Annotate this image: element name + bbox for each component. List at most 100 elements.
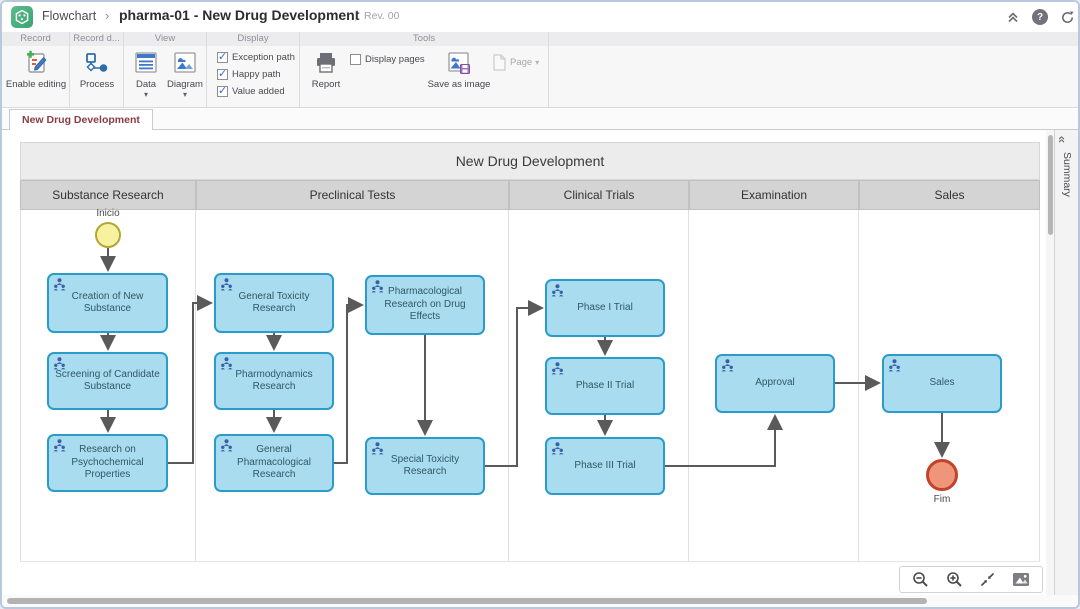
end-event-label: Fim <box>933 494 951 505</box>
diagram-image-icon <box>174 52 196 73</box>
flow-node-n4[interactable]: General Toxicity Research <box>214 273 334 333</box>
ribbon: Record Enable editing Record d... <box>2 32 1078 108</box>
flow-node-n5[interactable]: Pharmodynamics Research <box>214 352 334 410</box>
zoom-out-icon[interactable] <box>909 569 933 591</box>
happy-path-checkbox[interactable]: Happy path <box>217 67 281 80</box>
page-title: pharma-01 - New Drug Development <box>119 7 360 23</box>
lane-header: Clinical Trials <box>509 180 689 210</box>
ribbon-group-display: Display Exception path Happy path Value … <box>207 32 300 108</box>
flow-node-n1[interactable]: Creation of New Substance <box>47 273 168 333</box>
tab-new-drug-development[interactable]: New Drug Development <box>9 109 153 130</box>
exception-path-checkbox[interactable]: Exception path <box>217 50 295 63</box>
help-icon[interactable]: ? <box>1031 8 1049 26</box>
flow-node-n11[interactable]: Phase III Trial <box>545 437 665 495</box>
horizontal-scrollbar[interactable] <box>2 595 1078 607</box>
image-export-icon[interactable] <box>1009 569 1033 591</box>
checkbox-label: Display pages <box>365 54 425 65</box>
group-label: View <box>154 33 176 44</box>
horizontal-scrollbar-thumb[interactable] <box>7 598 927 604</box>
org-unit-icon <box>53 278 66 291</box>
org-unit-icon <box>551 442 564 455</box>
button-label: Save as image <box>427 79 491 90</box>
node-label: Screening of Candidate Substance <box>55 368 160 393</box>
node-label: Pharmacological Research on Drug Effects <box>384 286 466 323</box>
display-pages-checkbox[interactable]: Display pages <box>350 54 425 65</box>
sidebar-expand-icon[interactable]: « <box>1055 135 1071 144</box>
flow-node-n10[interactable]: Phase II Trial <box>545 357 665 415</box>
flow-node-n13[interactable]: Sales <box>882 354 1002 413</box>
checkbox-label: Happy path <box>232 69 281 80</box>
breadcrumb-app[interactable]: Flowchart <box>42 9 97 23</box>
node-label: Phase II Trial <box>575 379 635 391</box>
checkbox-icon <box>217 50 228 63</box>
button-label: Process <box>79 79 115 90</box>
chevron-down-icon: ▾ <box>535 57 540 67</box>
enable-editing-button[interactable]: Enable editing <box>5 50 67 90</box>
data-list-icon <box>135 52 157 73</box>
ribbon-group-tools: Tools Report Display pages <box>300 32 549 108</box>
data-dropdown-button[interactable]: Data ▾ <box>128 50 164 99</box>
node-label: Phase I Trial <box>577 301 633 313</box>
save-as-image-button[interactable]: Save as image <box>428 50 490 90</box>
ribbon-group-view: View Data ▾ Diagram ▾ <box>124 32 207 108</box>
process-button[interactable]: Process <box>75 50 119 90</box>
node-label: Research on Psychochemical Properties <box>71 444 144 481</box>
flow-node-n3[interactable]: Research on Psychochemical Properties <box>47 434 168 492</box>
edit-document-icon <box>27 50 47 73</box>
checkbox-label: Exception path <box>232 52 295 63</box>
group-label: Tools <box>412 33 436 44</box>
refresh-icon[interactable] <box>1058 8 1076 26</box>
node-label: Special Toxicity Research <box>390 453 460 478</box>
page-dropdown-button[interactable]: Page ▾ <box>492 54 542 71</box>
org-unit-icon <box>721 359 734 372</box>
flow-node-n12[interactable]: Approval <box>715 354 835 413</box>
org-unit-icon <box>888 359 901 372</box>
flow-node-n8[interactable]: Special Toxicity Research <box>365 437 485 495</box>
fit-to-screen-icon[interactable] <box>976 569 1000 591</box>
header: Flowchart › pharma-01 - New Drug Develop… <box>2 2 1078 32</box>
summary-sidebar: « Summary <box>1054 130 1078 595</box>
collapse-ribbon-icon[interactable] <box>1004 8 1022 26</box>
vertical-scrollbar[interactable] <box>1046 130 1054 595</box>
checkbox-label: Value added <box>232 86 285 97</box>
end-event[interactable] <box>926 459 958 491</box>
button-label: Report <box>311 79 341 90</box>
group-label: Display <box>237 33 269 44</box>
ribbon-group-record: Record Enable editing <box>2 32 70 108</box>
printer-icon <box>317 53 335 73</box>
org-unit-icon <box>220 439 233 452</box>
org-unit-icon <box>371 280 384 293</box>
flow-node-n7[interactable]: Pharmacological Research on Drug Effects <box>365 275 485 335</box>
image-save-icon <box>448 52 470 74</box>
checkbox-icon <box>217 84 228 97</box>
org-unit-icon <box>551 284 564 297</box>
ribbon-group-strip <box>2 32 1078 46</box>
button-label: Enable editing <box>5 79 67 90</box>
start-event[interactable] <box>95 222 121 248</box>
node-label: Pharmodynamics Research <box>235 368 313 393</box>
org-unit-icon <box>551 362 564 375</box>
node-label: Phase III Trial <box>574 459 636 471</box>
tab-label: New Drug Development <box>22 114 140 126</box>
vertical-scrollbar-thumb[interactable] <box>1047 135 1053 235</box>
org-unit-icon <box>53 357 66 370</box>
flow-node-n9[interactable]: Phase I Trial <box>545 279 665 337</box>
node-label: General Toxicity Research <box>238 290 310 315</box>
report-button[interactable]: Report <box>306 50 346 90</box>
sidebar-summary-label[interactable]: Summary <box>1061 152 1073 197</box>
flow-node-n6[interactable]: General Pharmacological Research <box>214 434 334 492</box>
breadcrumb-separator: › <box>105 8 110 23</box>
diagram-dropdown-button[interactable]: Diagram ▾ <box>164 50 206 99</box>
page-icon <box>493 54 506 71</box>
lane-header: Sales <box>859 180 1040 210</box>
flow-node-n2[interactable]: Screening of Candidate Substance <box>47 352 168 410</box>
node-label: Creation of New Substance <box>71 290 144 315</box>
title-divider: | <box>354 8 358 22</box>
zoom-in-icon[interactable] <box>942 569 966 591</box>
tab-bar: New Drug Development <box>2 109 1078 130</box>
revision-label: Rev. 00 <box>364 10 400 22</box>
diagram-title: New Drug Development <box>20 142 1040 180</box>
value-added-checkbox[interactable]: Value added <box>217 84 285 97</box>
